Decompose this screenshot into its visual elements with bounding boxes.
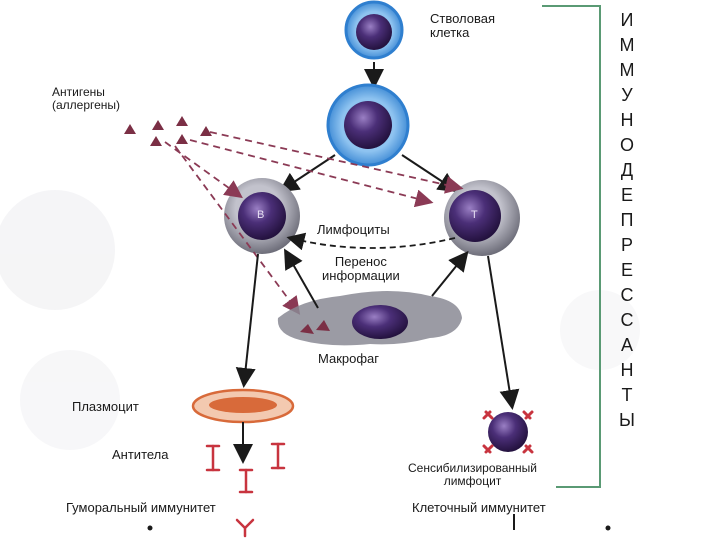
antibody-mark — [205, 444, 221, 472]
antigen-mark — [200, 126, 212, 136]
stem-cell-label-line2: клетка — [430, 25, 470, 40]
vertical-letter: Н — [620, 360, 634, 380]
antigen-group — [124, 116, 212, 146]
antigen-mark — [150, 136, 162, 146]
vertical-letter: Е — [620, 260, 633, 280]
precursor-cell — [326, 83, 410, 167]
antibody-mark — [238, 468, 254, 494]
sensitized-lymphocyte — [482, 410, 534, 454]
plasmocyte — [191, 388, 295, 424]
antigen-paths — [164, 131, 464, 315]
arrow-to-b-cell — [278, 154, 336, 193]
sensitized-label-line2: лимфоцит — [443, 474, 502, 488]
vertical-letter: Ы — [619, 410, 635, 430]
antibody-mark — [270, 442, 286, 470]
stem-cell — [344, 0, 404, 60]
antigen-mark — [176, 134, 188, 144]
sensitized-label: Сенсибилизированный лимфоцит — [408, 462, 537, 488]
bottom-dot-right — [605, 525, 611, 531]
macrophage — [277, 291, 462, 346]
stem-cell-label: Стволовая клетка — [430, 12, 495, 40]
vertical-letter: И — [620, 10, 634, 30]
vertical-letter: А — [620, 335, 633, 355]
antibody-group — [205, 442, 286, 538]
vertical-letter: М — [619, 35, 635, 55]
t-lymphocyte — [444, 180, 520, 256]
antigen-mark — [152, 120, 164, 130]
b-cell-letter: B — [257, 209, 265, 221]
vertical-letter: С — [620, 285, 634, 305]
vertical-letter: Р — [620, 235, 633, 255]
vertical-letter: Т — [621, 385, 633, 405]
antibody-mark — [235, 518, 255, 538]
info-transfer-label: Перенос информации — [322, 255, 400, 283]
vertical-letter: П — [620, 210, 634, 230]
stem-cell-label-line1: Стволовая — [430, 11, 496, 26]
antigens-label: Антигены (аллергены) — [52, 86, 120, 112]
antigen-mark — [176, 116, 188, 126]
vertical-letter: Н — [620, 110, 634, 130]
humoral-immunity-label: Гуморальный иммунитет — [66, 500, 216, 515]
antigens-label-line1: Антигены — [52, 85, 105, 99]
bracket — [542, 5, 601, 488]
t-cell-letter: T — [471, 209, 478, 221]
plasmocyte-label: Плазмоцит — [72, 399, 139, 414]
arrow-macrophage-to-b — [284, 248, 319, 309]
lymphocytes-label: Лимфоциты — [317, 222, 390, 237]
info-transfer-label-line1: Перенос — [334, 254, 387, 269]
sensitized-label-line1: Сенсибилизированный — [408, 461, 537, 475]
vertical-letter: С — [620, 310, 634, 330]
background-blobs — [0, 190, 640, 450]
arrow-info-transfer — [286, 232, 456, 251]
arrow-t-to-sensitized — [487, 255, 520, 410]
vertical-letter: М — [619, 60, 635, 80]
cellular-immunity-label: Клеточный иммунитет — [412, 500, 546, 515]
info-transfer-label-line2: информации — [322, 268, 400, 283]
b-lymphocyte — [224, 178, 300, 254]
antigens-label-line2: (аллергены) — [52, 98, 121, 112]
antibodies-label: Антитела — [112, 447, 169, 462]
bottom-dot-left — [147, 525, 153, 531]
arrow-b-to-plasmocyte — [235, 253, 259, 388]
vertical-letter: О — [619, 135, 634, 155]
vertical-letter: У — [621, 85, 633, 105]
arrow-macrophage-to-t — [431, 250, 469, 297]
macrophage-label: Макрофаг — [318, 351, 380, 366]
antigen-mark — [124, 124, 136, 134]
vertical-letter: Е — [620, 185, 633, 205]
vertical-letter: Д — [620, 160, 634, 180]
